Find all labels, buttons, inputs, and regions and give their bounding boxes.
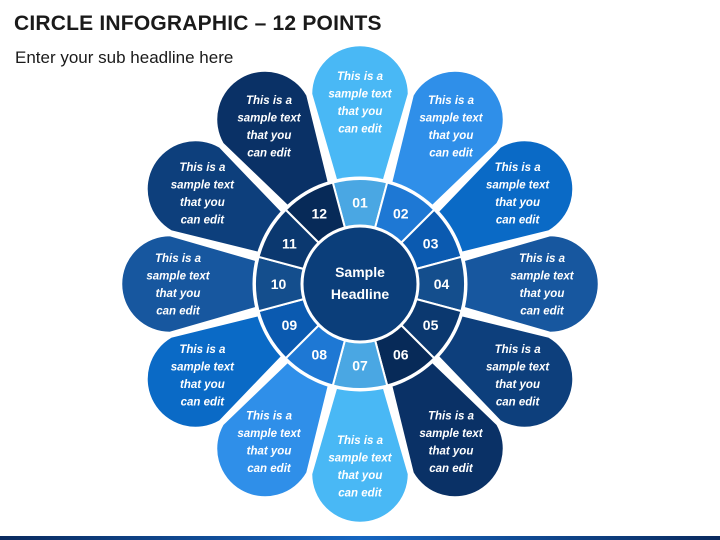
point-number-03: 03 [423,235,439,251]
petal-text-line: This is a [519,253,566,265]
petal-text-08[interactable]: This is a sample text that you can edit [237,410,301,475]
petal-text-line: This is a [337,71,384,83]
page-subtitle: Enter your sub headline here [15,48,234,67]
petal-text-line: that you [338,470,383,482]
petal-text-line: can edit [156,305,201,317]
point-number-12: 12 [311,205,327,221]
petal-text-line: can edit [520,305,565,317]
petal-text-line: can edit [247,463,292,475]
petal-text-line: This is a [495,162,542,174]
petal-text-line: This is a [246,95,293,107]
petal-text-line: that you [338,106,383,118]
petal-text-line: that you [180,379,225,391]
point-number-11: 11 [282,235,297,251]
petal-text-09[interactable]: This is a sample text that you can edit [171,344,235,409]
petal-text-line: sample text [237,113,301,125]
petal-text-line: sample text [419,428,483,440]
petal-04[interactable] [388,233,601,335]
petal-text-line: This is a [495,344,542,356]
petal-text-line: sample text [328,88,392,100]
petal-text-line: that you [156,288,201,300]
petal-text-line: sample text [486,361,550,373]
petal-text-line: sample text [328,452,392,464]
petal-text-line: This is a [246,410,293,422]
point-number-04: 04 [434,276,450,292]
page-title: CIRCLE INFOGRAPHIC – 12 POINTS [14,12,382,35]
petal-text-line: sample text [486,179,550,191]
petal-text-line: can edit [429,463,474,475]
petal-text-line: sample text [146,270,210,282]
petal-text-07[interactable]: This is a sample text that you can edit [328,435,392,500]
petal-text-line: that you [247,445,292,457]
petal-text-line: This is a [337,435,384,447]
center-headline-line2: Headline [331,286,390,302]
petal-text-line: sample text [171,361,235,373]
petal-text-line: can edit [429,148,474,160]
petal-text-line: This is a [179,162,226,174]
point-number-01: 01 [352,195,368,211]
petal-text-line: that you [495,379,540,391]
petal-text-line: can edit [338,487,383,499]
petal-text-line: can edit [338,123,383,135]
petal-text-06[interactable]: This is a sample text that you can edit [419,410,483,475]
point-number-08: 08 [311,347,327,363]
petal-text-line: that you [247,130,292,142]
point-number-10: 10 [271,276,287,292]
petal-text-line: This is a [428,95,475,107]
petal-text-05[interactable]: This is a sample text that you can edit [486,344,550,409]
petal-text-line: can edit [247,148,292,160]
petal-07[interactable] [309,312,411,525]
petal-text-line: that you [495,197,540,209]
petal-text-line: sample text [419,113,483,125]
petal-10[interactable] [119,233,332,335]
center-circle[interactable] [300,224,420,344]
petal-text-02[interactable]: This is a sample text that you can edit [419,95,483,160]
point-number-02: 02 [393,205,409,221]
petal-text-line: sample text [171,179,235,191]
petal-text-04[interactable]: This is a sample text that you can edit [510,253,574,318]
petal-text-01[interactable]: This is a sample text that you can edit [328,71,392,136]
petal-text-line: sample text [510,270,574,282]
center-headline-line1: Sample [335,264,385,280]
petal-01[interactable] [309,43,411,256]
petal-text-line: that you [180,197,225,209]
point-number-07: 07 [352,358,368,374]
petal-text-line: can edit [496,396,541,408]
bottom-accent-bar [0,536,720,540]
petal-text-line: This is a [179,344,226,356]
point-number-09: 09 [282,317,298,333]
point-number-06: 06 [393,347,409,363]
petal-text-11[interactable]: This is a sample text that you can edit [171,162,235,227]
petal-text-line: that you [429,445,474,457]
petal-text-line: that you [429,130,474,142]
petal-text-line: can edit [181,396,226,408]
petal-text-line: This is a [155,253,202,265]
point-number-05: 05 [423,317,439,333]
petal-text-line: can edit [181,214,226,226]
petal-text-line: sample text [237,428,301,440]
petal-text-10[interactable]: This is a sample text that you can edit [146,253,210,318]
petal-text-12[interactable]: This is a sample text that you can edit [237,95,301,160]
petal-text-03[interactable]: This is a sample text that you can edit [486,162,550,227]
petal-text-line: This is a [428,410,475,422]
petal-text-line: that you [520,288,565,300]
petal-text-line: can edit [496,214,541,226]
